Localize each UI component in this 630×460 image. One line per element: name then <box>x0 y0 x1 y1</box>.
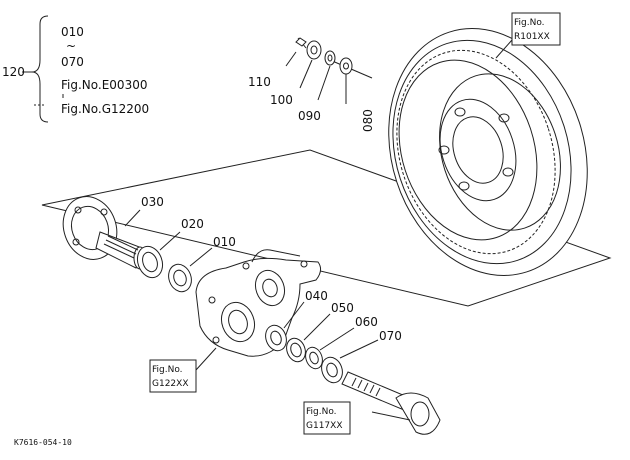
knuckle-housing <box>195 249 322 371</box>
callout-100: 100 <box>270 93 293 107</box>
drawing-code: K7616-054-10 <box>14 438 72 447</box>
bearing-040: 040 <box>265 289 328 352</box>
group-ref-1: Fig.No.E00300 <box>61 78 147 92</box>
callout-080: 080 <box>361 109 375 132</box>
fig-ref-rim-line2: R101XX <box>514 32 550 42</box>
wheel-bolt-110: 110 <box>248 37 307 89</box>
collar-060: 060 <box>305 315 378 370</box>
fig-ref-rim-line1: Fig.No. <box>514 18 545 28</box>
fig-ref-knuckle-line1: Fig.No. <box>152 365 183 375</box>
callout-070: 070 <box>379 329 402 343</box>
callout-040: 040 <box>305 289 328 303</box>
group-ref-2: Fig.No.G12200 <box>61 102 149 116</box>
oil-seal-050: 050 <box>286 301 354 363</box>
group-range-end: 070 <box>61 55 84 69</box>
group-bracket: 120 010 ~ 070 Fig.No.E00300 Fig.No.G1220… <box>2 15 149 123</box>
bearing-010: 010 <box>168 235 236 293</box>
washer-080: 080 <box>339 57 375 132</box>
fig-ref-shaft: Fig.No. G117XX <box>303 401 351 435</box>
callout-050: 050 <box>331 301 354 315</box>
callout-090: 090 <box>298 109 321 123</box>
wheel-rim <box>329 28 588 276</box>
drive-shaft <box>341 371 441 435</box>
fig-ref-shaft-line2: G117XX <box>306 421 342 431</box>
spring-washer-090: 090 <box>298 50 336 123</box>
callout-030: 030 <box>141 195 164 209</box>
wheel-nut-100: 100 <box>270 40 322 107</box>
group-range-start: 010 <box>61 25 84 39</box>
oil-seal-020: 020 <box>136 217 204 279</box>
callout-110: 110 <box>248 75 271 89</box>
fig-ref-shaft-line1: Fig.No. <box>306 407 337 417</box>
assembly-plane <box>41 149 612 307</box>
axle-hub-030: 030 <box>62 195 164 270</box>
callout-060: 060 <box>355 315 378 329</box>
fig-ref-rim: Fig.No. R101XX <box>495 12 561 59</box>
callout-010: 010 <box>213 235 236 249</box>
group-number: 120 <box>2 65 25 79</box>
fig-ref-knuckle-line2: G122XX <box>152 379 188 389</box>
fig-ref-knuckle: Fig.No. G122XX <box>149 359 197 393</box>
callout-020: 020 <box>181 217 204 231</box>
group-range-tilde: ~ <box>66 39 76 53</box>
oil-seal-070: 070 <box>321 329 402 384</box>
